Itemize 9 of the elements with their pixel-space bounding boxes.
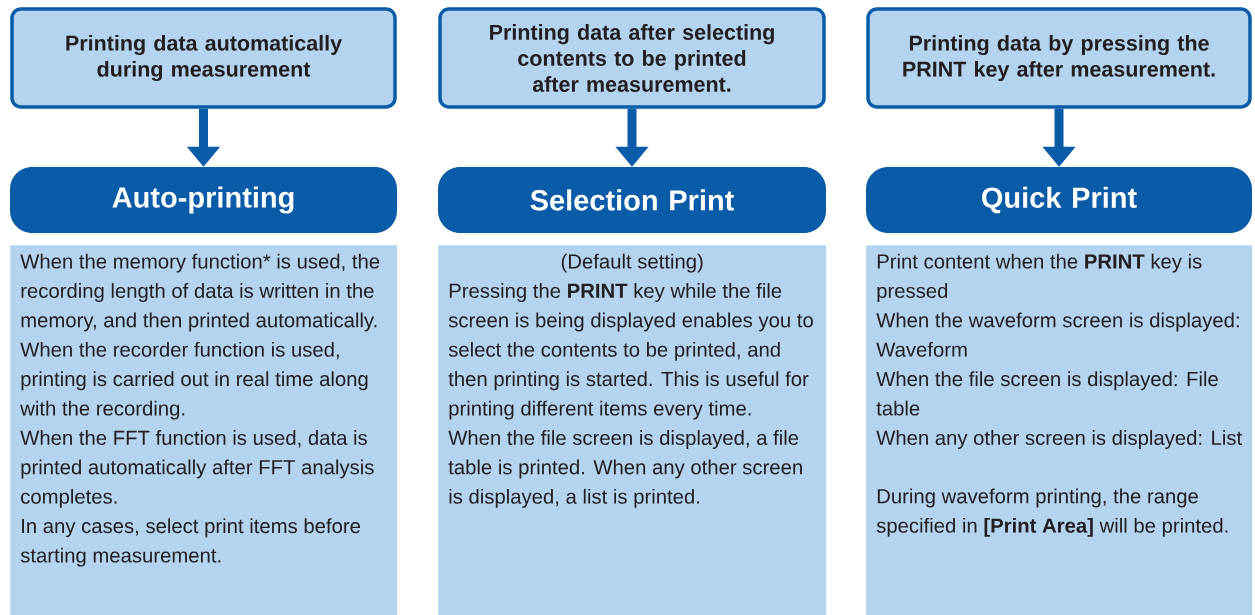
text-panel: (Default setting) Pressing the PRINT key while the file screen is being displayed enables you to select the contents to be printed, and then printing is started. This is useful for printing different items every time. When the file screen is displayed, a file table is printed. When any other screen is displayed, a list is printed. [438,245,827,615]
text-box: Printing data by pressing the PRINT key after measurement. [866,7,1252,109]
title-band: Auto-printing [10,167,397,233]
text-panel: Print content when the PRINT key is pressed When the waveform screen is displayed: Waveform When the file screen is displayed: File table When any other screen is displayed: List During waveform printing, the range specified in [Print Area] will be printed. [866,245,1253,615]
text-box: Printing data after selecting contents to be printed after measurement. [438,7,826,109]
title-band: Quick Print [866,167,1252,233]
text-panel: When the memory function* is used, the recording length of data is written in the memory, and then printed automatically. When the recorder function is used, printing is carried out in real time along with the recording. When the FFT function is used, data is printed automatically after FFT analysis completes. In any cases, select print items before starting measurement. [10,245,398,615]
title-band: Selection Print [438,167,826,233]
text-box: Printing data automatically during measurement [10,7,397,109]
